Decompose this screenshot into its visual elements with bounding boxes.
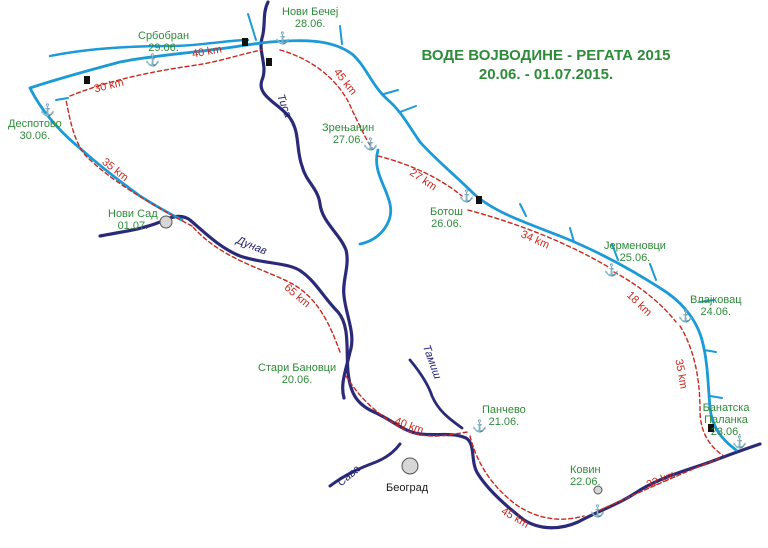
anchor-icon: ⚓: [145, 53, 160, 67]
title-line-2: 20.06. - 01.07.2015.: [478, 66, 614, 83]
canal-east: [418, 140, 738, 452]
lock-marker: [84, 76, 90, 84]
sava-river: [328, 442, 402, 488]
anchor-icon: ⚓: [732, 435, 747, 449]
beograd-dot: [401, 457, 419, 475]
anchor-icon: ⚓: [472, 419, 487, 433]
kovin-dot: [593, 485, 603, 495]
city-label-beograd: Београд: [386, 482, 429, 494]
anchor-icon: ⚓: [678, 309, 693, 323]
canal-north-branch: [48, 38, 250, 58]
lock-marker: [476, 196, 482, 204]
lock-marker: [242, 38, 248, 46]
tisa-river: [259, 0, 354, 400]
anchor-icon: ⚓: [40, 103, 55, 117]
canal-begej: [358, 148, 393, 246]
anchor-icon: ⚓: [459, 189, 474, 203]
map-title: ВОДЕ ВОЈВОДИНЕ - РЕГАТА 2015 20.06. - 01…: [396, 46, 696, 84]
canal-north: [28, 39, 422, 144]
anchor-icon: ⚓: [590, 504, 605, 518]
tamis-river: [408, 358, 464, 430]
danube-river: [98, 214, 762, 530]
title-line-1: ВОДЕ ВОЈВОДИНЕ - РЕГАТА 2015: [421, 47, 671, 64]
anchor-icon: ⚓: [275, 31, 290, 45]
anchor-icon: ⚓: [604, 263, 619, 277]
novi-sad-dot: [159, 215, 173, 229]
lock-marker: [266, 58, 272, 66]
lock-marker: [708, 424, 714, 432]
